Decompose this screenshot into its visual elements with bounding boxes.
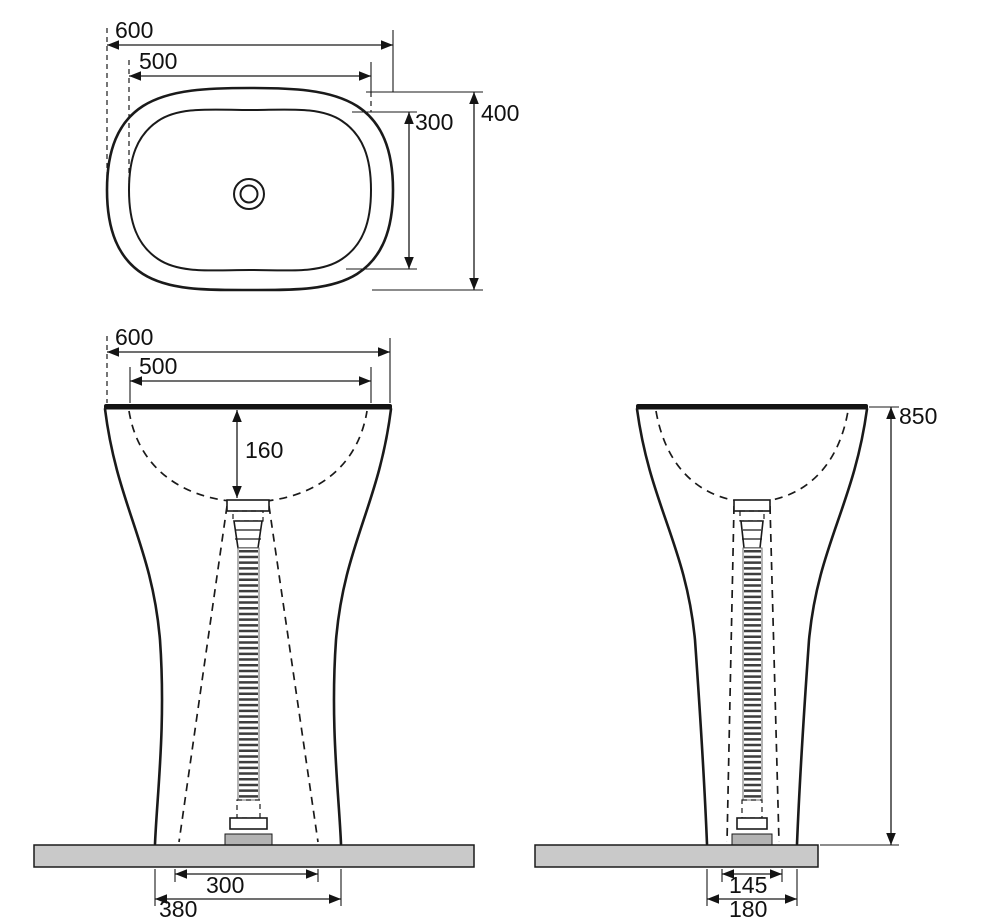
drain-assembly-side xyxy=(726,499,780,846)
dim-plan-outer-width: 600 xyxy=(106,17,394,196)
drain-outer-circle xyxy=(233,178,265,210)
floor-waste-plate xyxy=(731,833,773,846)
hose-end-fitting-hidden xyxy=(741,799,763,819)
drain-flange xyxy=(733,499,771,512)
dim-label-side-145: 145 xyxy=(729,872,767,898)
floor-waste-plate xyxy=(224,833,273,846)
dim-label-front-380: 380 xyxy=(159,896,197,921)
cavity-hidden-line-right xyxy=(769,505,780,843)
basin-top-rim-side xyxy=(636,404,868,410)
drain-flange xyxy=(226,499,270,512)
dim-front-base-width: 380 xyxy=(154,869,342,921)
hose-end-fitting-hidden xyxy=(236,799,261,819)
floor-slab-front xyxy=(33,844,475,868)
dim-front-outer-width: 600 xyxy=(106,324,391,403)
dim-label-front-160: 160 xyxy=(245,437,283,463)
basin-outer-rim-plan xyxy=(105,86,395,292)
front-view: 600 500 160 xyxy=(33,324,475,921)
hose-end-fitting xyxy=(229,817,268,830)
dim-label-front-300: 300 xyxy=(206,872,244,898)
bowl-hidden-line-front xyxy=(128,410,368,503)
pedestal-left-side-front xyxy=(103,407,164,846)
dim-front-inner-width: 500 xyxy=(129,353,372,403)
basin-inner-rim-plan xyxy=(127,108,373,272)
cavity-hidden-line-right xyxy=(268,505,319,843)
dim-plan-inner-width: 500 xyxy=(128,48,372,193)
cavity-hidden-line-left xyxy=(726,505,735,843)
dim-label-plan-300: 300 xyxy=(415,109,453,135)
hose-end-fitting xyxy=(736,817,768,830)
drain-body-hidden xyxy=(232,510,264,522)
cavity-hidden-line-left xyxy=(178,505,228,843)
dim-side-base-depth: 180 xyxy=(706,869,798,921)
dim-side-height: 850 xyxy=(820,403,937,846)
dim-label-front-600: 600 xyxy=(115,324,153,350)
pedestal-right-side-front xyxy=(332,407,393,846)
drain-assembly-front xyxy=(178,499,319,846)
dim-plan-inner-depth: 300 xyxy=(346,109,453,270)
drain-body-hidden xyxy=(739,510,765,522)
floor-slab-side xyxy=(534,844,819,868)
dim-label-plan-600: 600 xyxy=(115,17,153,43)
plan-view: 600 500 400 300 xyxy=(105,17,519,292)
dim-plan-outer-depth: 400 xyxy=(366,91,519,291)
compression-nut xyxy=(740,520,764,549)
drain-inner-circle xyxy=(239,184,259,204)
dim-label-side-850: 850 xyxy=(899,403,937,429)
compression-nut xyxy=(233,520,263,549)
basin-top-rim-front xyxy=(104,404,392,410)
side-view: 850 145 180 xyxy=(534,403,937,921)
bowl-hidden-line-side xyxy=(655,410,849,503)
dim-label-side-180: 180 xyxy=(729,896,767,921)
pedestal-right-side-side xyxy=(795,407,869,846)
dim-label-front-500: 500 xyxy=(139,353,177,379)
dim-front-bowl-depth: 160 xyxy=(232,410,283,498)
dim-label-plan-400: 400 xyxy=(481,100,519,126)
dim-label-plan-500: 500 xyxy=(139,48,177,74)
pedestal-left-side-side xyxy=(635,407,709,846)
dim-side-drain-opening: 145 xyxy=(721,869,783,898)
dim-front-drain-opening: 300 xyxy=(174,869,319,898)
